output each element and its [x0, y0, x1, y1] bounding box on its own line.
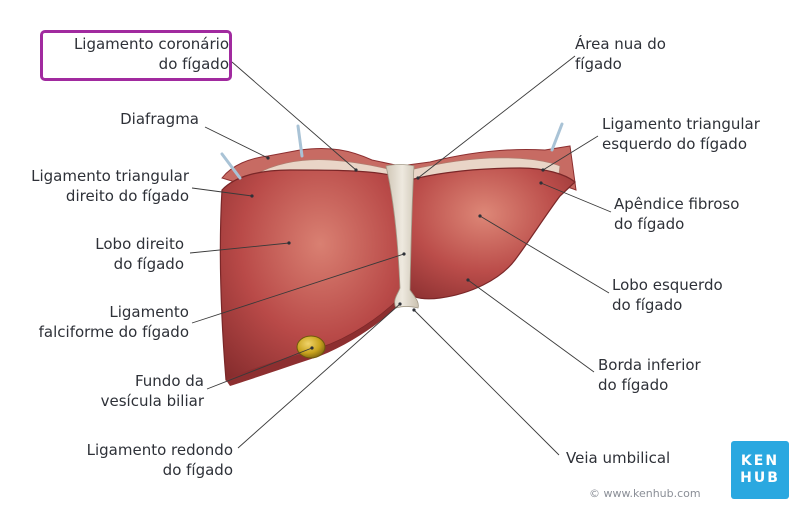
label-diaphragm[interactable]: Diafragma: [120, 109, 199, 129]
leader-fibrous-appendix: [540, 182, 612, 213]
leader-diaphragm: [204, 126, 269, 159]
leader-lines: [189, 55, 612, 456]
label-line: Borda inferior: [598, 356, 701, 374]
label-bare-area[interactable]: Área nua do fígado: [575, 34, 666, 74]
logo-line: HUB: [740, 470, 780, 486]
label-line: do fígado: [158, 55, 229, 73]
leader-right-triangular-ligament: [191, 187, 253, 197]
label-fibrous-appendix[interactable]: Apêndice fibroso do fígado: [614, 194, 739, 234]
label-line: do fígado: [113, 255, 184, 273]
label-left-triangular-ligament[interactable]: Ligamento triangular esquerdo do fígado: [602, 114, 760, 154]
label-line: Lobo direito: [95, 235, 184, 253]
label-line: do fígado: [612, 296, 683, 314]
leader-left-lobe: [479, 215, 610, 294]
label-coronary-ligament[interactable]: Ligamento coronário do fígado: [74, 34, 229, 74]
label-line: Lobo esquerdo: [612, 276, 723, 294]
left-lobe-shape: [409, 167, 576, 300]
label-inferior-border[interactable]: Borda inferior do fígado: [598, 355, 701, 395]
copyright-credit: © www.kenhub.com: [589, 487, 701, 500]
label-line: falciforme do fígado: [38, 323, 189, 341]
label-line: fígado: [575, 55, 622, 73]
leader-umbilical-vein: [413, 309, 560, 456]
inferior-border-shape: [226, 296, 402, 386]
label-line: Ligamento: [109, 303, 189, 321]
leader-right-lobe: [189, 242, 290, 254]
label-line: vesícula biliar: [100, 392, 204, 410]
leader-falciform-ligament: [191, 253, 405, 324]
leader-gallbladder-fundus: [206, 347, 313, 390]
label-line: do fígado: [162, 461, 233, 479]
label-gallbladder-fundus[interactable]: Fundo da vesícula biliar: [101, 371, 204, 411]
retractor-hooks: [220, 122, 564, 180]
label-line: Ligamento redondo: [86, 441, 233, 459]
label-line: Veia umbilical: [566, 449, 671, 467]
label-line: Área nua do: [575, 35, 666, 53]
label-line: do fígado: [614, 215, 685, 233]
label-right-lobe[interactable]: Lobo direito do fígado: [95, 234, 184, 274]
label-right-triangular-ligament[interactable]: Ligamento triangular direito do fígado: [31, 166, 189, 206]
label-line: Ligamento triangular: [31, 167, 189, 185]
leader-inferior-border: [467, 279, 595, 373]
leader-dots: [250, 156, 545, 350]
label-line: Ligamento coronário: [73, 35, 229, 53]
logo-line: KEN: [740, 453, 780, 469]
kenhub-logo: KEN HUB: [731, 441, 789, 499]
label-line: esquerdo do fígado: [602, 135, 747, 153]
leader-round-ligament: [237, 303, 401, 449]
falciform-ligament-shape: [385, 164, 419, 309]
label-line: Ligamento triangular: [602, 115, 760, 133]
label-line: do fígado: [598, 376, 669, 394]
highlight-box: [40, 30, 232, 81]
leader-left-triangular-ligament: [542, 135, 599, 171]
label-round-ligament[interactable]: Ligamento redondo do fígado: [87, 440, 233, 480]
label-line: Apêndice fibroso: [614, 195, 740, 213]
label-falciform-ligament[interactable]: Ligamento falciforme do fígado: [39, 302, 189, 342]
label-left-lobe[interactable]: Lobo esquerdo do fígado: [612, 275, 723, 315]
label-umbilical-vein[interactable]: Veia umbilical: [566, 448, 670, 468]
label-line: Fundo da: [134, 372, 204, 390]
leader-coronary-ligament: [231, 61, 357, 171]
leader-bare-area: [417, 55, 576, 179]
label-line: direito do fígado: [65, 187, 189, 205]
label-line: Diafragma: [120, 110, 199, 128]
